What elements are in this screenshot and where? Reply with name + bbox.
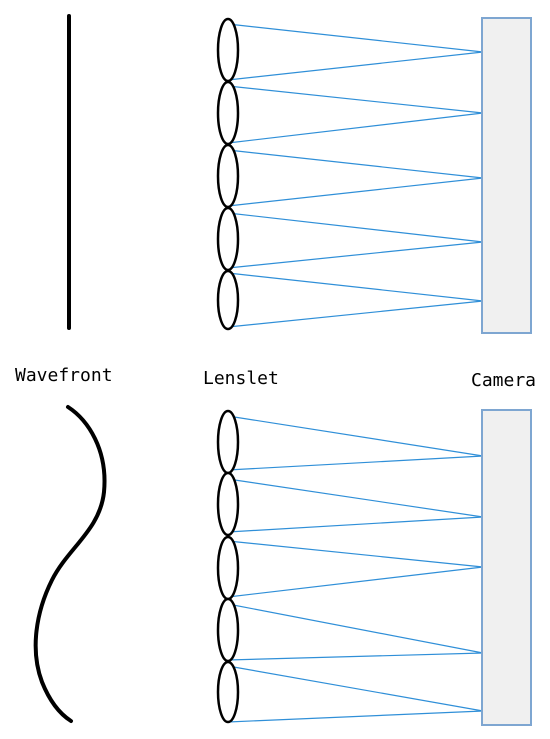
lenslet [216, 80, 240, 146]
ray [227, 177, 484, 207]
ray [227, 149, 484, 179]
lenslet-label: Lenslet [203, 368, 279, 389]
ray [227, 710, 484, 723]
ray [227, 603, 484, 654]
ray [227, 112, 484, 144]
ray [227, 478, 484, 518]
top-lenslet-array [216, 17, 240, 331]
ray [227, 23, 484, 53]
ray [227, 415, 484, 457]
lenslet [216, 269, 240, 331]
lenslet [216, 206, 240, 272]
camera-label: Camera [471, 370, 536, 391]
lenslet [216, 597, 240, 663]
bottom-rays [227, 415, 484, 723]
ray [227, 300, 484, 328]
lenslet [216, 17, 240, 83]
lenslet [216, 143, 240, 209]
ray [227, 652, 484, 661]
top-rays [227, 23, 484, 328]
ray [227, 540, 484, 568]
ray [227, 241, 484, 269]
ray [227, 455, 484, 471]
lenslet [216, 409, 240, 475]
distorted-wavefront [33, 405, 107, 723]
ray [227, 665, 484, 712]
ray [227, 272, 484, 302]
ray [227, 212, 484, 243]
bottom-lenslet-array [216, 409, 240, 724]
wavefront-label: Wavefront [15, 365, 113, 386]
bottom-panel [33, 405, 532, 726]
top-camera-sensor [481, 17, 532, 334]
top-panel [67, 14, 532, 334]
ray [227, 566, 484, 598]
lenslet [216, 471, 240, 537]
lenslet [216, 660, 240, 724]
ray [227, 516, 484, 533]
ray [227, 85, 484, 114]
ray [227, 51, 484, 81]
bottom-camera-sensor [481, 409, 532, 726]
lenslet [216, 535, 240, 601]
